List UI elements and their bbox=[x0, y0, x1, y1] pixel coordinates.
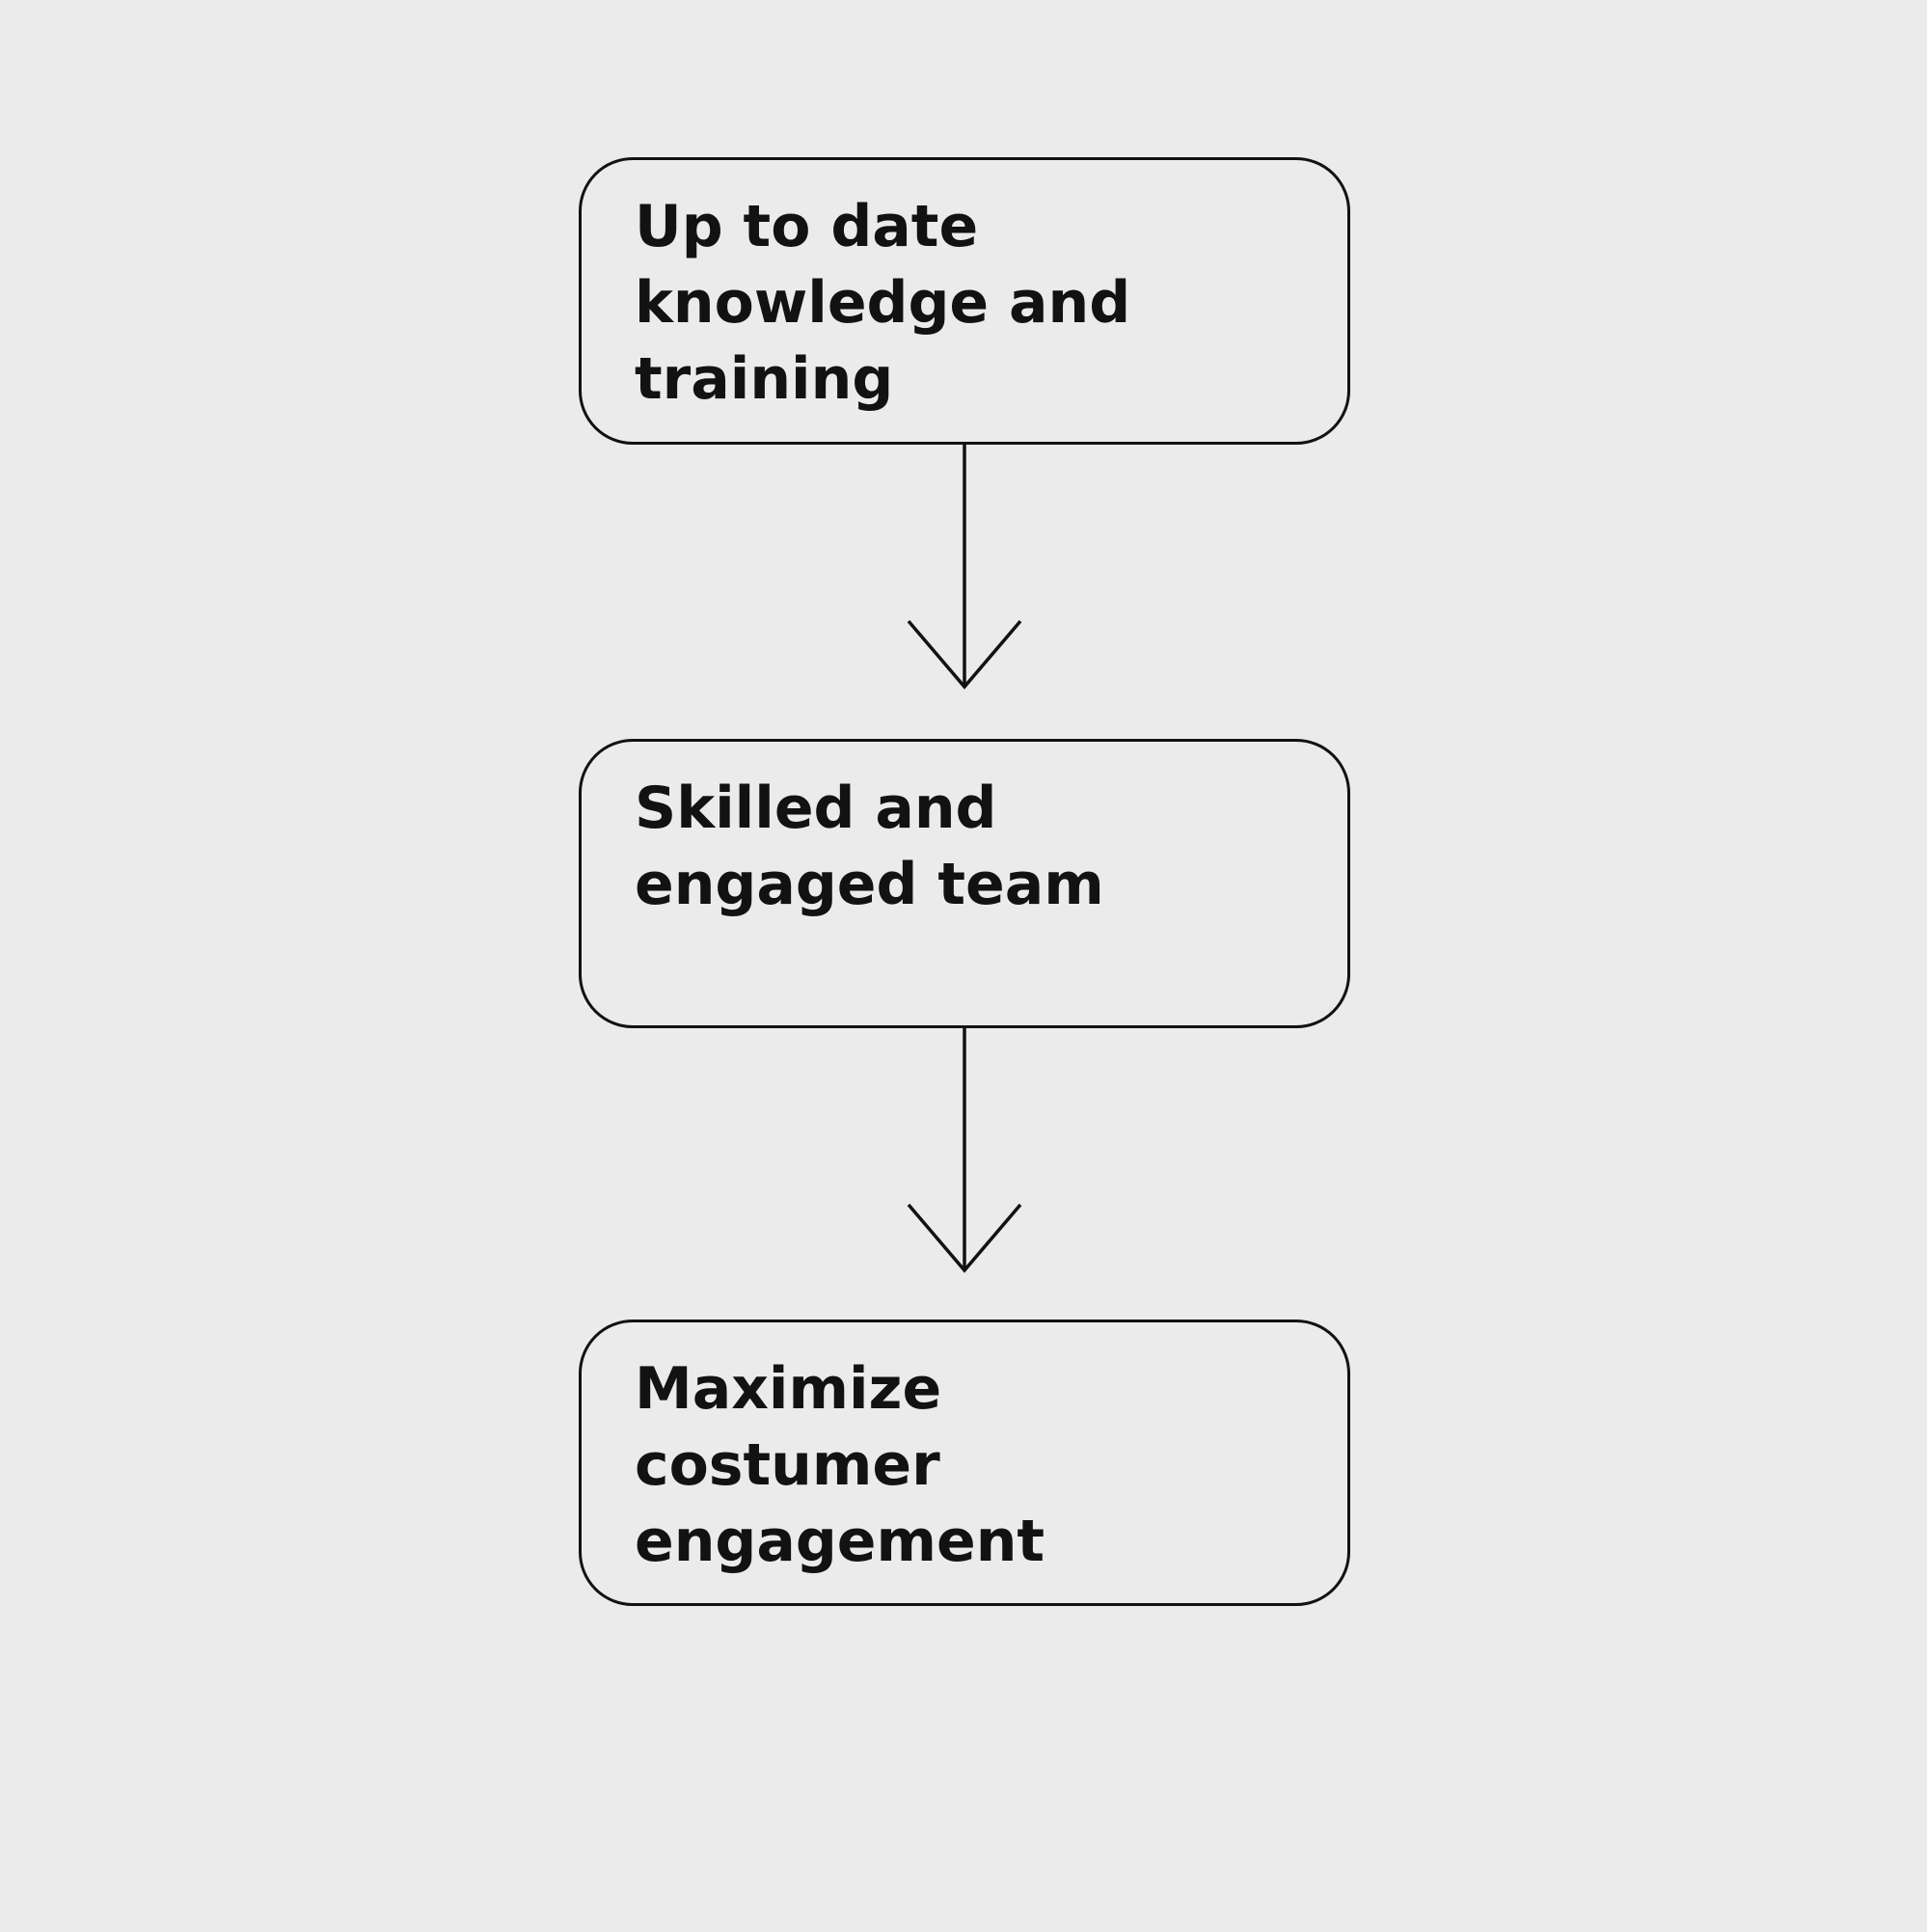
flow-node-customer-engagement: Maximize costumer engagement bbox=[579, 1320, 1350, 1606]
node-label-skilled-team: Skilled and engaged team bbox=[635, 775, 1104, 918]
connector-arrow-1 bbox=[907, 445, 1022, 690]
connector-arrow-2 bbox=[907, 1028, 1022, 1273]
flow-node-knowledge-training: Up to date knowledge and training bbox=[579, 157, 1350, 445]
flow-node-skilled-team: Skilled and engaged team bbox=[579, 739, 1350, 1028]
down-arrowhead-icon bbox=[907, 1203, 1022, 1273]
down-arrowhead-icon bbox=[907, 619, 1022, 690]
node-label-customer-engagement: Maximize costumer engagement bbox=[635, 1355, 1045, 1575]
node-label-knowledge-training: Up to date knowledge and training bbox=[635, 193, 1131, 413]
